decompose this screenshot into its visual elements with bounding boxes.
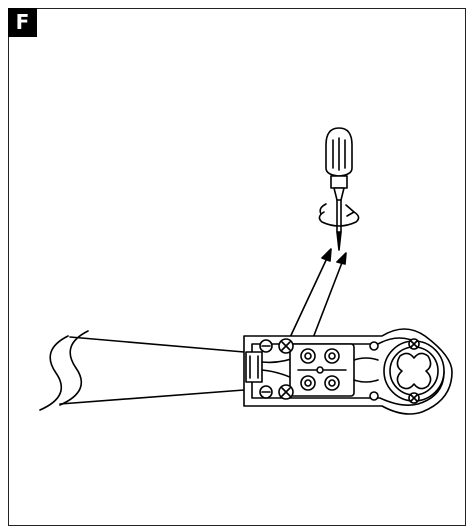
screwdriver-icon [325, 127, 353, 251]
cable-icon [39, 330, 245, 411]
terminal-block-icon [278, 338, 379, 400]
rotation-arrow-icon [318, 203, 360, 227]
figure-frame [8, 8, 466, 526]
step-label-badge: F [8, 8, 37, 37]
bulb-socket-icon [369, 338, 445, 404]
